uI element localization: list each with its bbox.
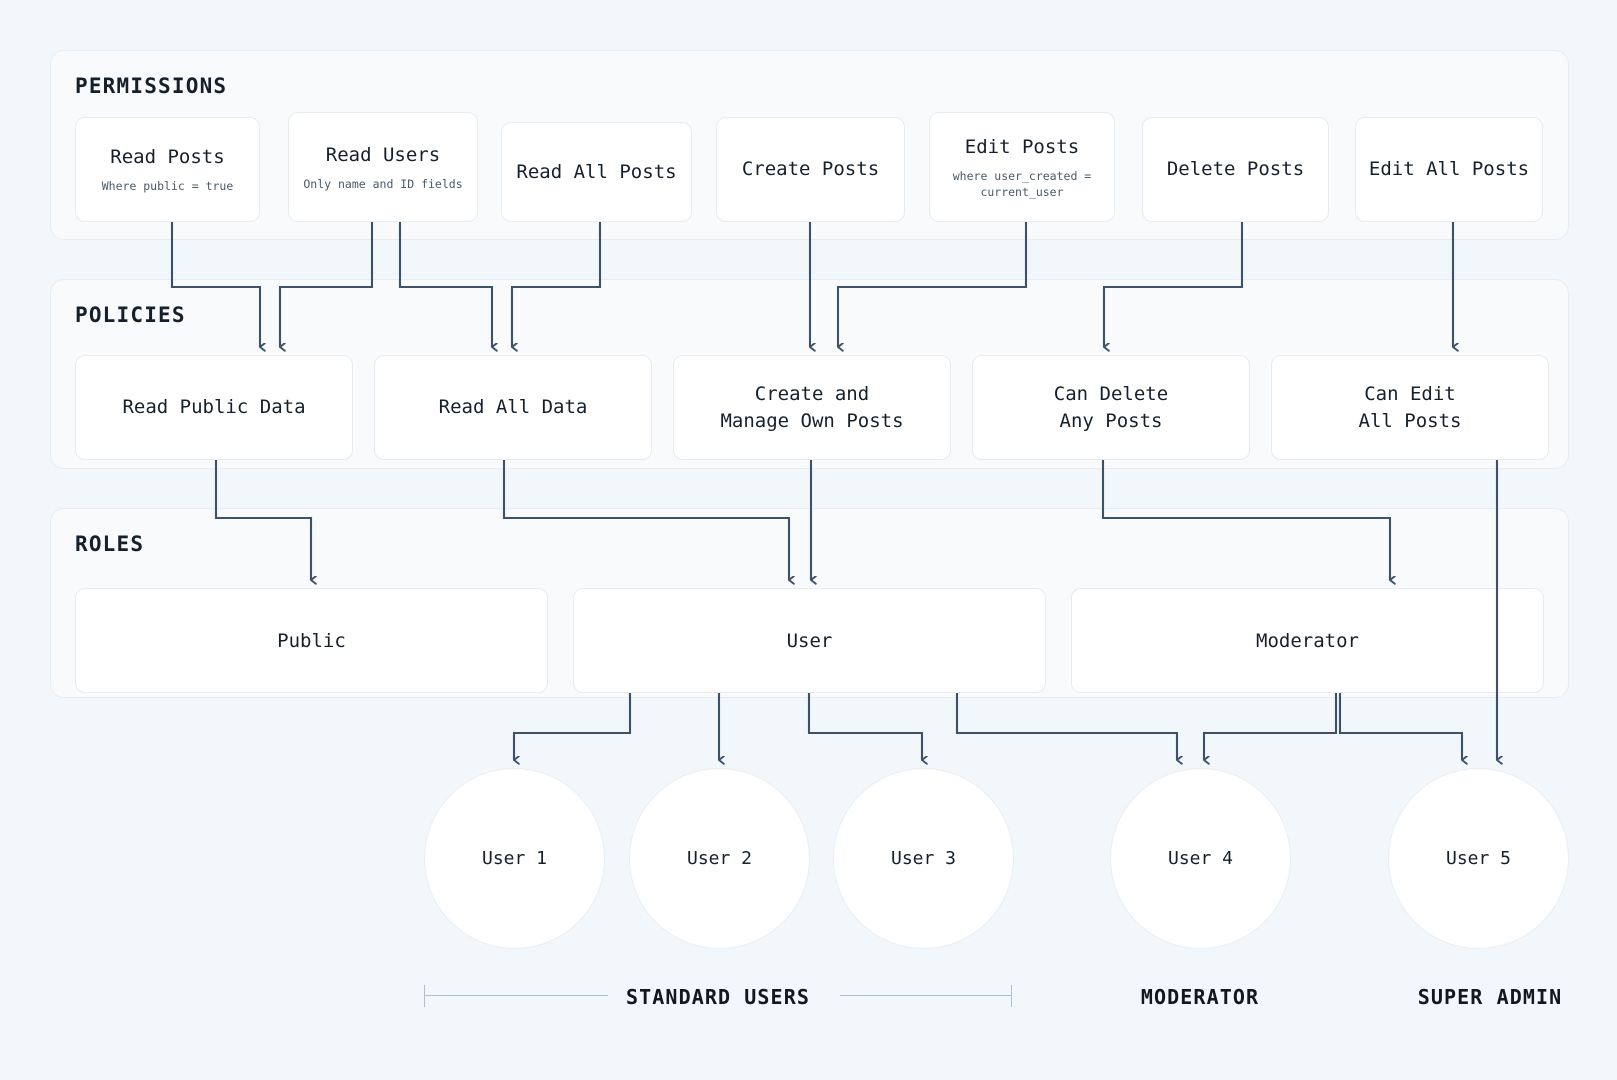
policy-title: Can Delete Any Posts bbox=[1053, 383, 1169, 432]
policy-card-read-all-data[interactable]: Read All Data bbox=[374, 355, 652, 460]
role-title: User bbox=[786, 629, 833, 652]
policy-title: Create and Manage Own Posts bbox=[720, 383, 904, 432]
user-label: User 5 bbox=[1445, 848, 1512, 869]
user-node-2[interactable]: User 2 bbox=[629, 768, 810, 949]
role-card-moderator[interactable]: Moderator bbox=[1071, 588, 1544, 693]
permission-title: Create Posts bbox=[741, 158, 880, 181]
edge-user-to-user-4 bbox=[955, 693, 1177, 760]
permission-title: Read Users bbox=[325, 143, 441, 166]
user-node-4[interactable]: User 4 bbox=[1110, 768, 1291, 949]
permission-card-read-posts[interactable]: Read Posts Where public = true bbox=[75, 117, 260, 222]
group-label-standard-users: STANDARD USERS bbox=[626, 985, 810, 1009]
permission-card-edit-posts[interactable]: Edit Posts where user_created = current_… bbox=[929, 112, 1115, 222]
policy-title: Can Edit All Posts bbox=[1358, 383, 1462, 432]
user-label: User 4 bbox=[1167, 848, 1234, 869]
user-label: User 3 bbox=[890, 848, 957, 869]
bracket-line-left bbox=[424, 995, 608, 996]
permission-subtitle: Only name and ID fields bbox=[303, 176, 463, 191]
permission-card-read-all-posts[interactable]: Read All Posts bbox=[501, 122, 692, 222]
policy-title: Read Public Data bbox=[122, 396, 306, 419]
permission-card-read-users[interactable]: Read Users Only name and ID fields bbox=[288, 112, 478, 222]
role-title: Moderator bbox=[1256, 629, 1359, 652]
band-title-policies: POLICIES bbox=[75, 303, 186, 327]
user-node-1[interactable]: User 1 bbox=[424, 768, 605, 949]
role-card-user[interactable]: User bbox=[573, 588, 1046, 693]
permission-title: Delete Posts bbox=[1166, 158, 1305, 181]
user-node-3[interactable]: User 3 bbox=[833, 768, 1014, 949]
policy-card-create-manage-own-posts[interactable]: Create and Manage Own Posts bbox=[673, 355, 951, 460]
user-label: User 1 bbox=[481, 848, 548, 869]
permission-title: Read Posts bbox=[110, 146, 225, 169]
bracket-tick-right bbox=[1011, 985, 1012, 1007]
group-label-super-admin: SUPER ADMIN bbox=[1417, 985, 1563, 1009]
role-title: Public bbox=[277, 629, 346, 652]
policy-card-can-edit-all-posts[interactable]: Can Edit All Posts bbox=[1271, 355, 1549, 460]
edge-public-to-user-1 bbox=[512, 693, 632, 760]
bracket-line-right bbox=[840, 995, 1012, 996]
permission-title: Edit Posts bbox=[964, 135, 1080, 158]
permission-title: Read All Posts bbox=[516, 160, 677, 183]
permission-subtitle: Where public = true bbox=[101, 179, 234, 194]
permission-card-create-posts[interactable]: Create Posts bbox=[716, 117, 905, 222]
permission-card-edit-all-posts[interactable]: Edit All Posts bbox=[1355, 117, 1543, 222]
role-card-public[interactable]: Public bbox=[75, 588, 548, 693]
group-label-moderator: MODERATOR bbox=[1140, 985, 1260, 1009]
band-title-permissions: PERMISSIONS bbox=[75, 74, 228, 98]
permission-subtitle: where user_created = current_user bbox=[952, 169, 1092, 199]
bracket-tick-left bbox=[424, 985, 425, 1007]
band-title-roles: ROLES bbox=[75, 532, 145, 556]
permission-title: Edit All Posts bbox=[1368, 158, 1530, 181]
policy-title: Read All Data bbox=[438, 396, 588, 419]
user-node-5[interactable]: User 5 bbox=[1388, 768, 1569, 949]
policy-card-can-delete-any-posts[interactable]: Can Delete Any Posts bbox=[972, 355, 1250, 460]
policy-card-read-public-data[interactable]: Read Public Data bbox=[75, 355, 353, 460]
user-label: User 2 bbox=[686, 848, 753, 869]
edge-moderator-to-user-4 bbox=[1202, 693, 1338, 760]
edge-moderator-to-user-5 bbox=[1338, 693, 1462, 760]
permission-card-delete-posts[interactable]: Delete Posts bbox=[1142, 117, 1329, 222]
edge-user-to-user-3 bbox=[807, 693, 922, 760]
